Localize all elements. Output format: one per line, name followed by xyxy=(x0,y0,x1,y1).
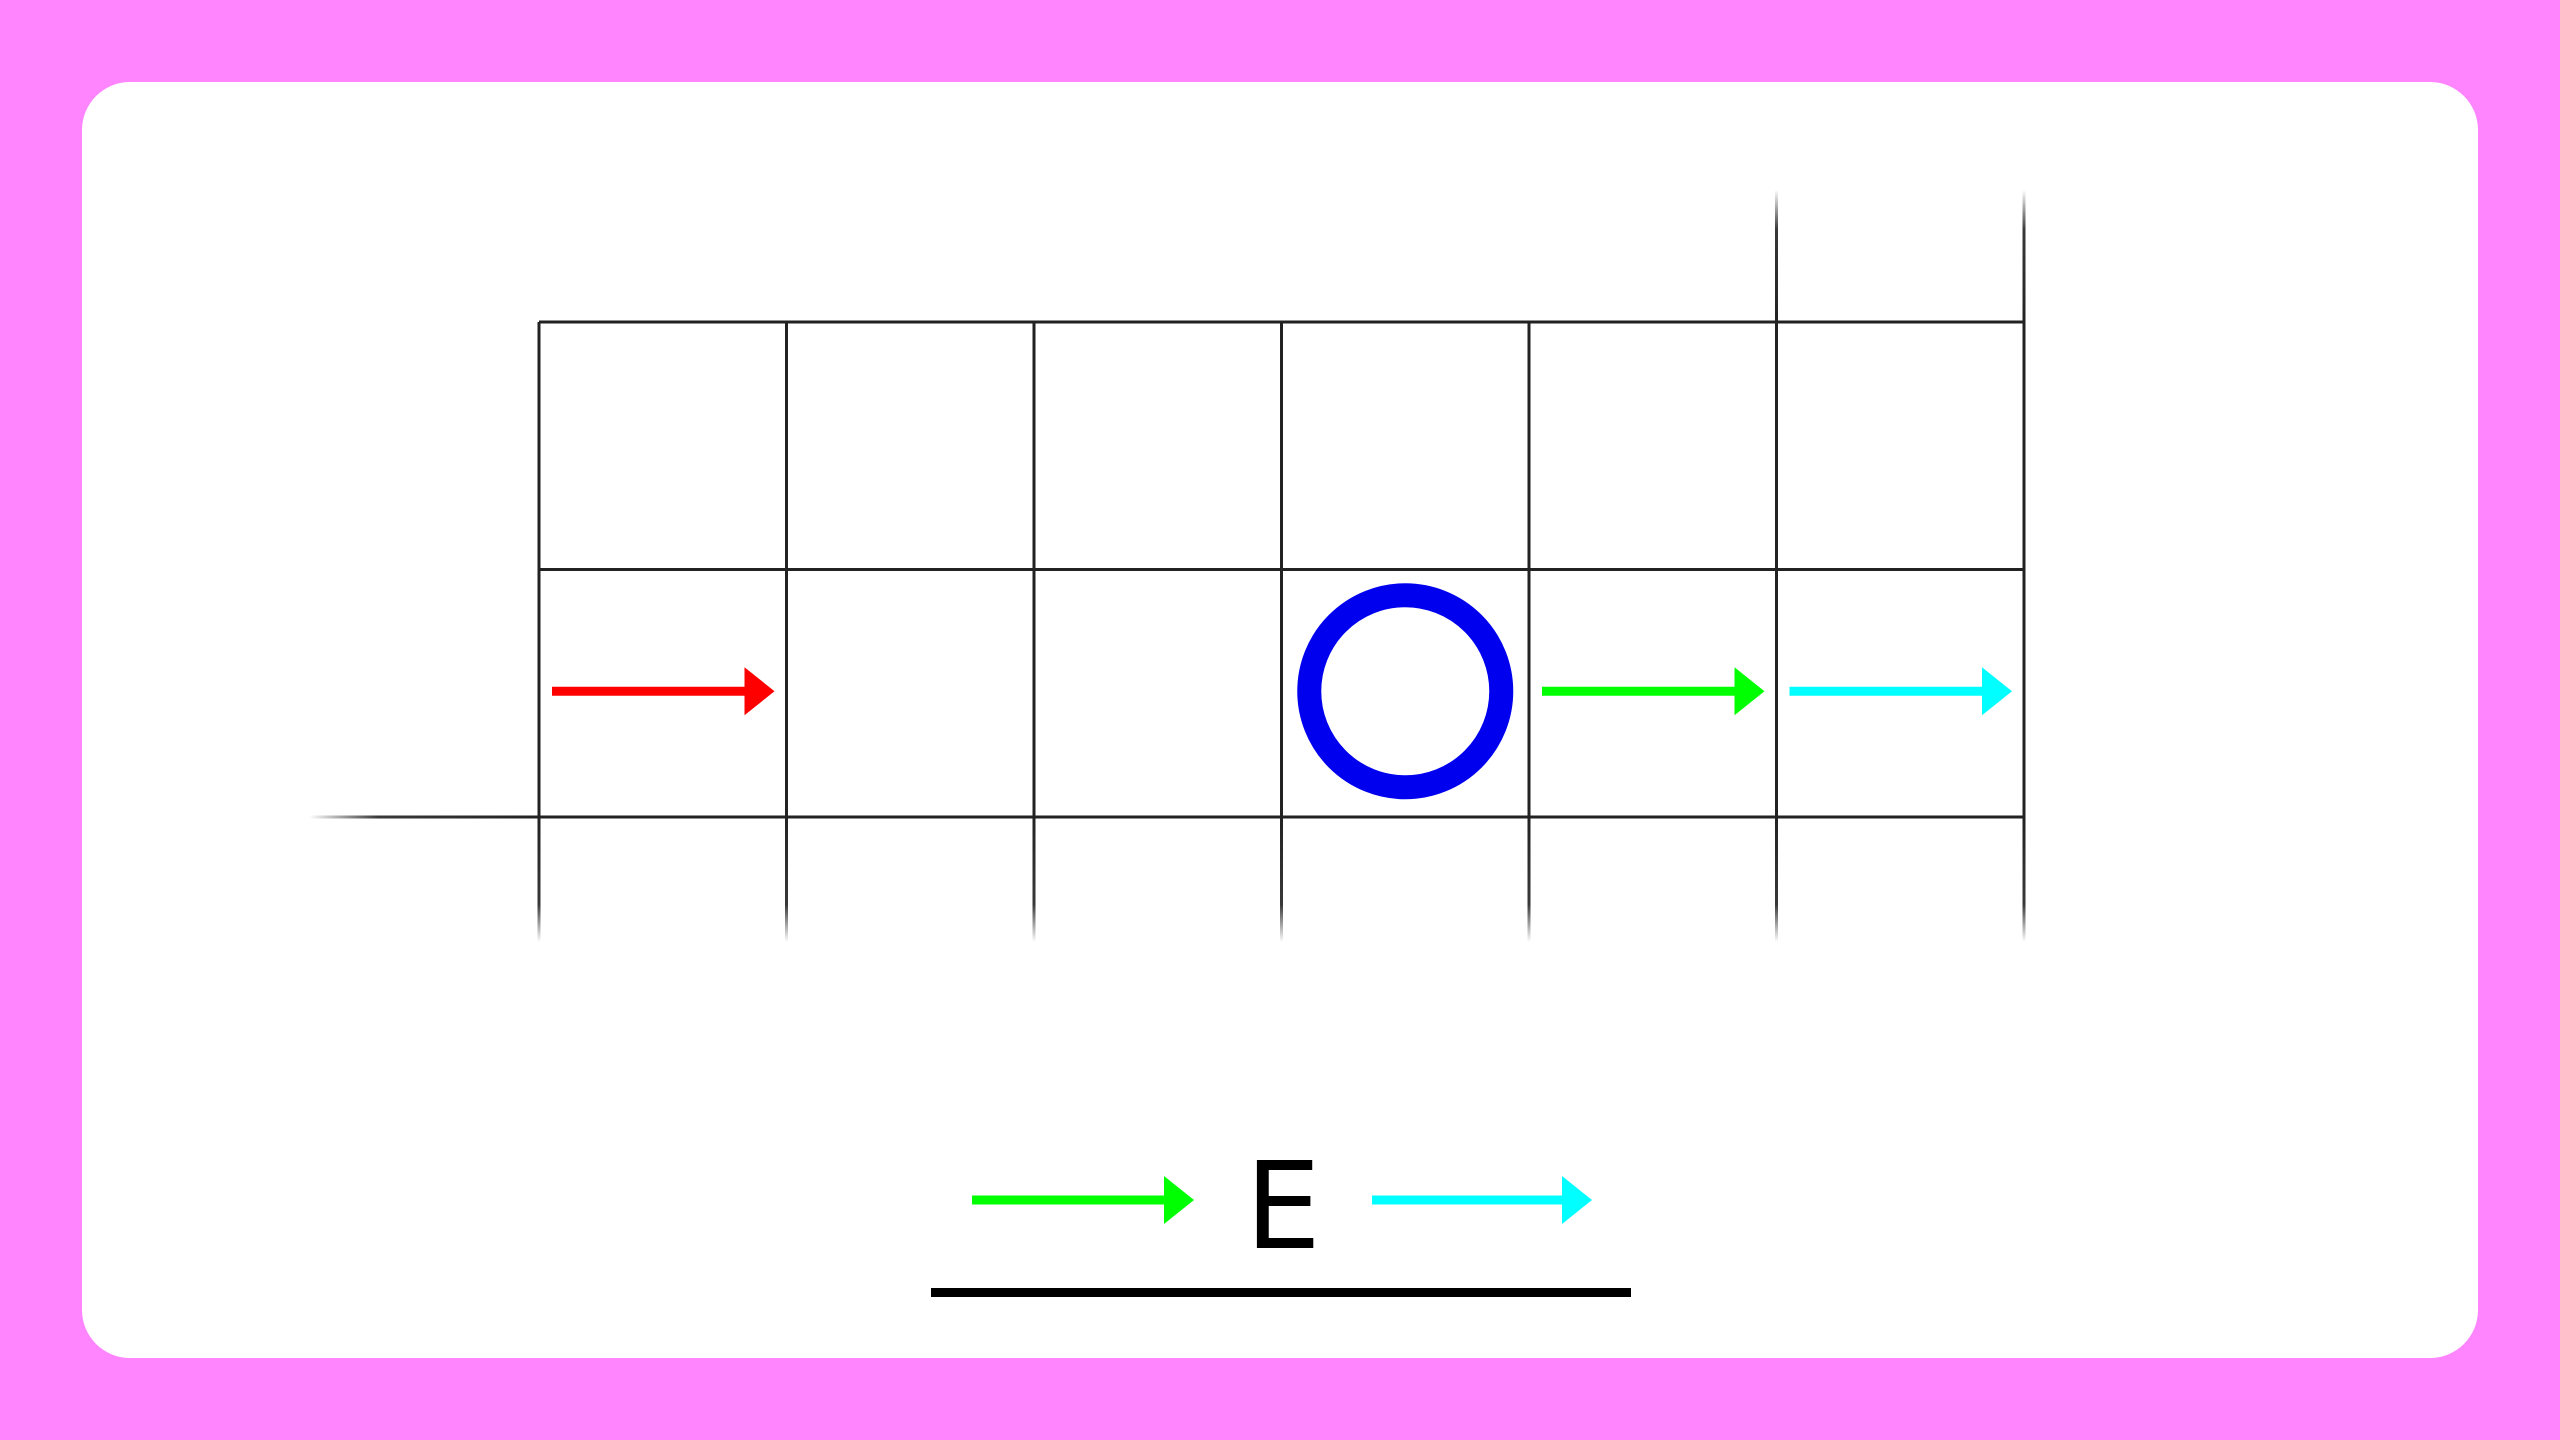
arrow-head xyxy=(1562,1176,1592,1224)
answer-right-arrow xyxy=(1372,1176,1592,1224)
target-circle xyxy=(1297,583,1514,800)
grid-extension-left xyxy=(309,815,539,819)
arrow-head xyxy=(1164,1176,1194,1224)
grid-extension-down xyxy=(2022,817,2026,942)
grid-extension-down xyxy=(1280,817,1283,942)
grid-extension-up xyxy=(2022,190,2026,322)
arrow-head xyxy=(1734,667,1765,716)
green-arrow xyxy=(1542,667,1765,716)
grid-extension-down xyxy=(537,817,541,942)
cyan-arrow xyxy=(1789,667,2012,716)
grid-extension-down xyxy=(785,817,788,942)
grid-extension-up xyxy=(1775,190,1778,322)
arrow-head xyxy=(744,667,775,716)
puzzle-card: E xyxy=(82,82,2478,1358)
grid-pieces xyxy=(552,583,2012,800)
grid xyxy=(537,320,2026,819)
answer-left-arrow xyxy=(972,1176,1194,1224)
answer-underline xyxy=(931,1288,1631,1297)
grid-extensions xyxy=(309,190,2026,942)
red-arrow xyxy=(552,667,775,716)
grid-extension-down xyxy=(1032,817,1036,942)
grid-extension-down xyxy=(1527,817,1531,942)
answer-area: E xyxy=(931,1138,1631,1297)
grid-extension-down xyxy=(1775,817,1778,942)
arrow-head xyxy=(1982,667,2012,716)
puzzle-board: E xyxy=(309,190,2026,1297)
answer-letter: E xyxy=(1245,1138,1321,1277)
